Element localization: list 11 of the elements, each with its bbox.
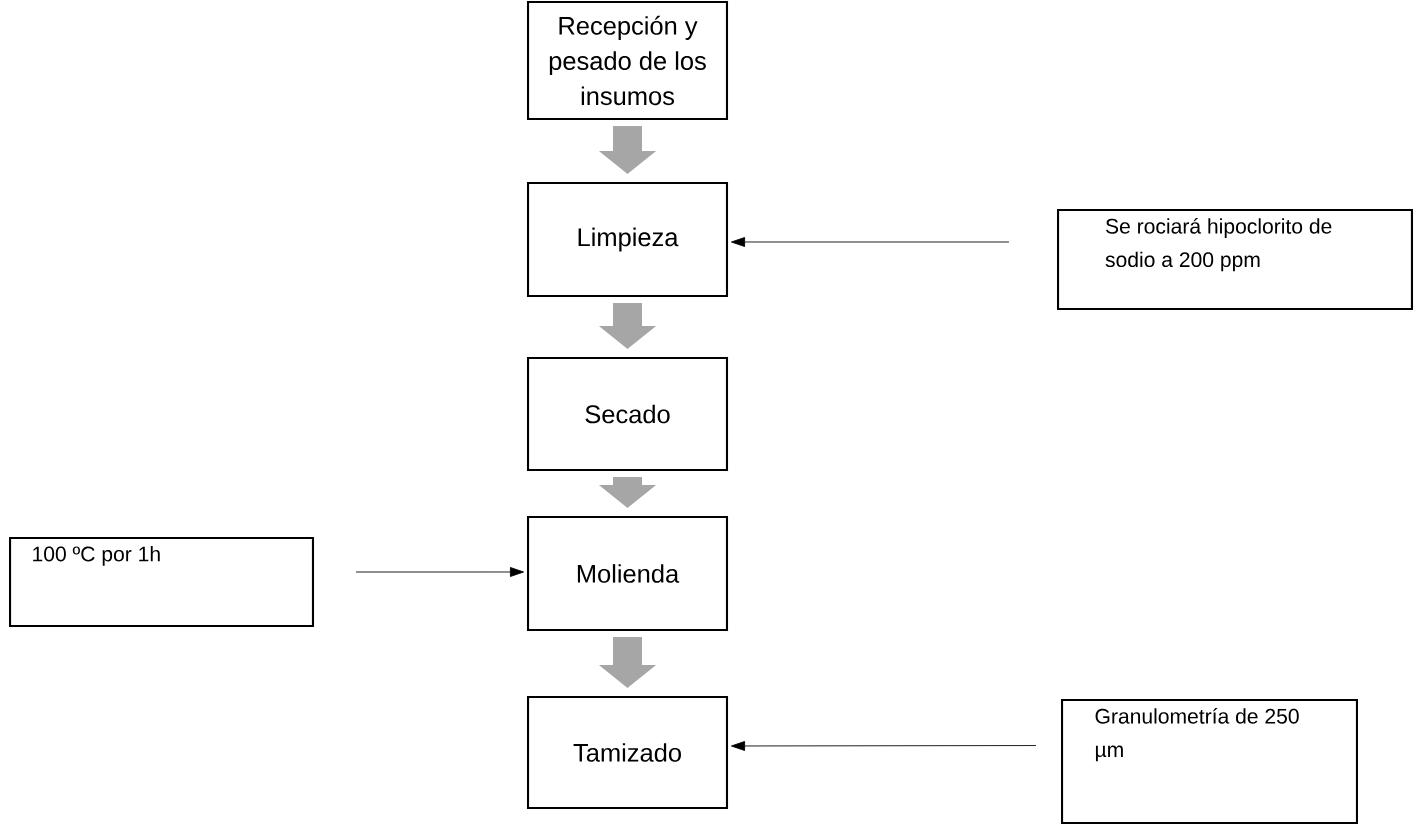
note-box: Se rociará hipoclorito de sodio a 200 ppm: [1057, 208, 1414, 311]
process-box: Recepción y pesado de los insumos: [526, 0, 729, 121]
note-box: 100 ºC por 1h: [9, 536, 315, 628]
note-box: Granulometría de 250 µm: [1060, 698, 1359, 825]
arrow: [731, 237, 1010, 247]
process-box: Limpieza: [526, 181, 729, 298]
process-box: Molienda: [526, 515, 729, 632]
arrow: [731, 741, 1037, 751]
arrow: [355, 567, 525, 577]
process-box: Secado: [526, 356, 729, 472]
process-box: Tamizado: [526, 695, 729, 810]
